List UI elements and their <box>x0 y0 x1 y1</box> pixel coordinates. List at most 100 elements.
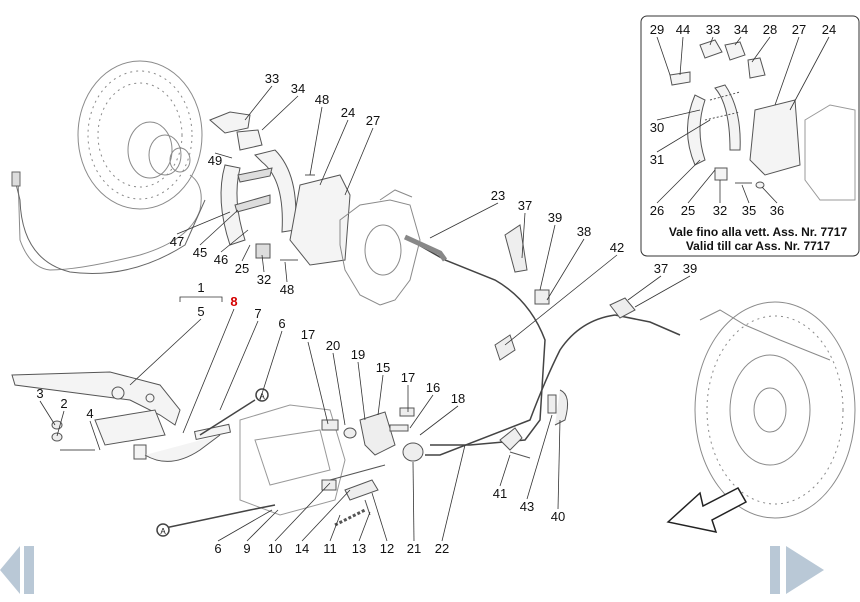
brake-cables <box>403 234 681 456</box>
inset-leader-line <box>741 184 750 204</box>
callout-10: 10 <box>268 541 282 556</box>
inset-callout-35: 35 <box>742 203 756 218</box>
inset-callout-33: 33 <box>706 22 720 37</box>
leader-line <box>409 394 434 429</box>
callout-8: 8 <box>230 294 237 309</box>
inset-leader-line <box>656 119 711 153</box>
inset-note-line2: Valid till car Ass. Nr. 7717 <box>686 239 831 253</box>
leader-line <box>244 85 273 121</box>
leader-line <box>412 461 415 542</box>
leader-line <box>259 330 283 401</box>
leader-line <box>371 492 388 542</box>
callout-48: 48 <box>280 282 294 297</box>
callout-47: 47 <box>170 234 184 249</box>
callout-46: 46 <box>214 252 228 267</box>
callout-12: 12 <box>380 541 394 556</box>
leader-line <box>274 482 331 542</box>
callout-5: 5 <box>197 304 204 319</box>
leader-lines <box>39 85 691 542</box>
leader-line <box>504 254 618 346</box>
callout-22: 22 <box>435 541 449 556</box>
callout-40: 40 <box>551 509 565 524</box>
inset-leader-line <box>774 36 800 106</box>
inset-callout-44: 44 <box>676 22 690 37</box>
callout-2: 2 <box>60 396 67 411</box>
leader-line <box>199 209 239 246</box>
inset-leader-line <box>679 36 684 76</box>
leader-line <box>284 261 288 283</box>
brake-shoes-top <box>209 111 351 266</box>
callout-32: 32 <box>257 272 271 287</box>
chevron-right-icon <box>770 546 824 594</box>
leader-line <box>358 511 371 542</box>
inset-callout-24: 24 <box>822 22 836 37</box>
inset-callout-32: 32 <box>713 203 727 218</box>
inset-box <box>640 15 860 257</box>
brake-disc-right <box>694 301 856 519</box>
callout-1: 1 <box>197 280 204 295</box>
callout-16: 16 <box>426 380 440 395</box>
callout-3: 3 <box>36 386 43 401</box>
callout-14: 14 <box>295 541 309 556</box>
leader-line <box>634 275 691 308</box>
chevron-left-icon <box>0 546 34 594</box>
equalizer <box>321 407 424 527</box>
callout-6: 6 <box>278 316 285 331</box>
leader-line <box>419 405 459 436</box>
leader-line <box>89 420 101 451</box>
inset-leader-line <box>656 159 701 204</box>
callout-38: 38 <box>577 224 591 239</box>
leader-line <box>261 254 265 273</box>
inset-leader-line <box>687 169 716 204</box>
callout-33: 33 <box>265 71 279 86</box>
inset-callout-34: 34 <box>734 22 748 37</box>
previous-page-button[interactable] <box>0 543 42 597</box>
leader-line <box>246 509 279 542</box>
small-hardware-right <box>494 224 636 459</box>
leader-line <box>526 414 553 500</box>
callout-17: 17 <box>401 370 415 385</box>
next-page-button[interactable] <box>768 543 828 597</box>
leader-line <box>557 419 561 510</box>
callout-43: 43 <box>520 499 534 514</box>
leader-line <box>521 212 526 259</box>
callout-7: 7 <box>254 306 261 321</box>
leader-line <box>182 308 235 434</box>
inset-callout-29: 29 <box>650 22 664 37</box>
inset-callout-31: 31 <box>650 152 664 167</box>
callout-4: 4 <box>86 406 93 421</box>
callout-49: 49 <box>208 153 222 168</box>
leader-line <box>39 400 56 426</box>
callout-42: 42 <box>610 240 624 255</box>
callout-17: 17 <box>301 327 315 342</box>
leader-line <box>377 374 384 416</box>
callout-24: 24 <box>341 105 355 120</box>
inset-callout-36: 36 <box>770 203 784 218</box>
callout-9: 9 <box>243 541 250 556</box>
inset-leader-line <box>734 36 742 46</box>
callout-27: 27 <box>366 113 380 128</box>
leader-line <box>261 95 299 131</box>
callout-6: 6 <box>214 541 221 556</box>
leader-line <box>344 127 374 196</box>
leader-line <box>307 341 329 425</box>
leader-line <box>441 444 466 542</box>
callout-11: 11 <box>323 541 337 556</box>
leader-line <box>329 514 341 542</box>
inset-callout-25: 25 <box>681 203 695 218</box>
inset-leader-line <box>656 109 701 121</box>
inset-leader-line <box>789 36 830 111</box>
leader-line <box>319 119 349 186</box>
handbrake-lever <box>11 371 232 462</box>
leader-line <box>241 244 251 262</box>
connector-a-icon: A <box>160 527 166 536</box>
callout-39: 39 <box>683 261 697 276</box>
callout-25: 25 <box>235 261 249 276</box>
callout-18: 18 <box>451 391 465 406</box>
callout-21: 21 <box>407 541 421 556</box>
callout-23: 23 <box>491 188 505 203</box>
callout-39: 39 <box>548 210 562 225</box>
